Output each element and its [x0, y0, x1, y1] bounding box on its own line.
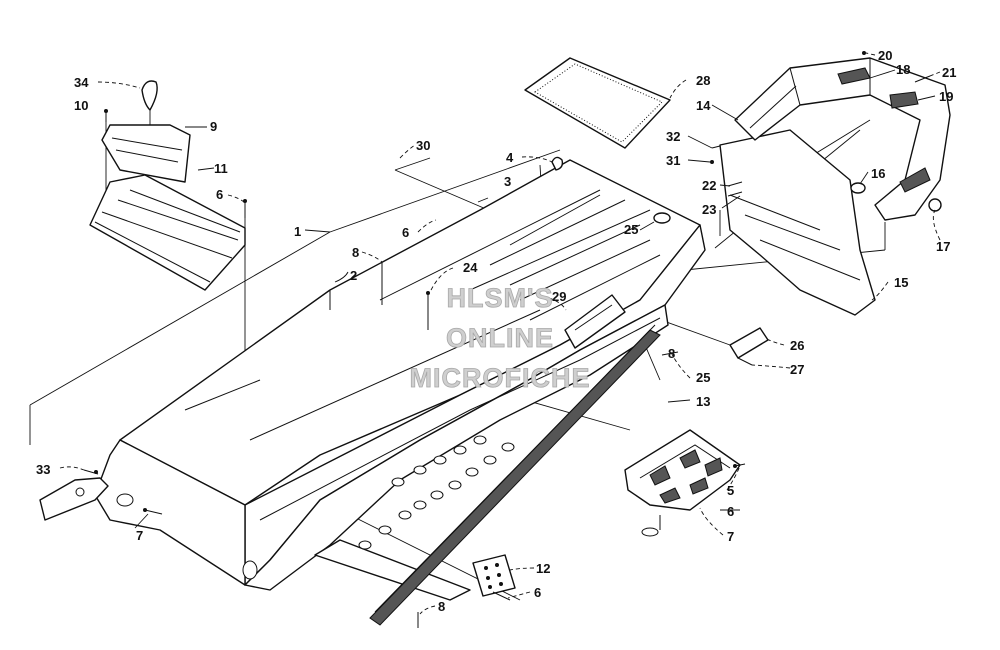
callout-6c: 6	[727, 504, 734, 519]
callout-9: 9	[210, 119, 217, 134]
callout-2: 2	[350, 268, 357, 283]
callout-8c: 8	[438, 599, 445, 614]
part-7-bolt-a	[143, 508, 163, 515]
part-1-tunnel	[94, 159, 706, 601]
callout-7b: 7	[136, 528, 143, 543]
callout-5: 5	[727, 483, 734, 498]
part-4-fastener	[551, 156, 564, 171]
callout-10: 10	[74, 98, 88, 113]
callout-25a: 25	[624, 222, 638, 237]
callout-19: 19	[939, 89, 953, 104]
callout-8b: 8	[668, 346, 675, 361]
watermark-line-2: ONLINE	[446, 323, 554, 353]
part-20-rivet	[862, 51, 866, 55]
callout-26: 26	[790, 338, 804, 353]
callout-15: 15	[894, 275, 908, 290]
part-16-cap	[850, 182, 866, 194]
part-26-bracket	[729, 327, 769, 359]
part-6-bolt-d	[492, 591, 511, 601]
callout-17: 17	[936, 239, 950, 254]
callout-21: 21	[942, 65, 956, 80]
part-27-bracket	[737, 357, 753, 366]
part-5-bracket	[624, 429, 746, 511]
callout-29: 29	[552, 289, 566, 304]
callout-11: 11	[214, 161, 228, 176]
part-13-slide-rail	[369, 324, 661, 626]
part-33-bracket	[39, 469, 109, 521]
leader-lines	[59, 52, 941, 615]
part-17-cap	[928, 198, 942, 212]
part-21-rivet	[914, 75, 931, 83]
callout-labels: 34 10 9 11 6 1 30 6 8 2 4 3 24 29 25 28 …	[36, 48, 956, 614]
callout-14: 14	[696, 98, 711, 113]
watermark-line-1: HLSM'S	[447, 283, 554, 313]
callout-8a: 8	[352, 245, 359, 260]
callout-20: 20	[878, 48, 892, 63]
callout-1: 1	[294, 224, 301, 239]
part-24-bolt	[426, 291, 430, 330]
callout-30: 30	[416, 138, 430, 153]
callout-25b: 25	[696, 370, 710, 385]
part-28-mat	[524, 57, 671, 149]
callout-6b: 6	[402, 225, 409, 240]
part-25-fastener-a	[653, 212, 671, 224]
part-22-23-fasteners	[727, 181, 743, 197]
part-14-bumper	[734, 57, 951, 221]
callout-6a: 6	[216, 187, 223, 202]
part-15-rear-flap	[719, 129, 876, 316]
callout-33: 33	[36, 462, 50, 477]
callout-27: 27	[790, 362, 804, 377]
part-9-cover	[101, 124, 191, 183]
callout-24: 24	[463, 260, 478, 275]
watermark: HLSM'S ONLINE MICROFICHE	[409, 283, 591, 394]
callout-4: 4	[506, 150, 514, 165]
callout-31: 31	[666, 153, 680, 168]
part-7-bolt-b	[641, 515, 661, 537]
callout-16: 16	[871, 166, 885, 181]
callout-28: 28	[696, 73, 710, 88]
callout-3: 3	[504, 174, 511, 189]
watermark-line-3: MICROFICHE	[410, 363, 591, 393]
callout-18: 18	[896, 62, 910, 77]
callout-32: 32	[666, 129, 680, 144]
part-12-plate	[472, 554, 516, 597]
side-wall-holes	[116, 435, 515, 580]
part-29-badge	[564, 294, 626, 349]
part-31-32-screws	[710, 145, 721, 164]
callout-13: 13	[696, 394, 710, 409]
callout-22: 22	[702, 178, 716, 193]
callout-12: 12	[536, 561, 550, 576]
callout-6d: 6	[534, 585, 541, 600]
callout-7a: 7	[727, 529, 734, 544]
part-34-clip	[141, 80, 158, 128]
callout-23: 23	[702, 202, 716, 217]
callout-34: 34	[74, 75, 89, 90]
